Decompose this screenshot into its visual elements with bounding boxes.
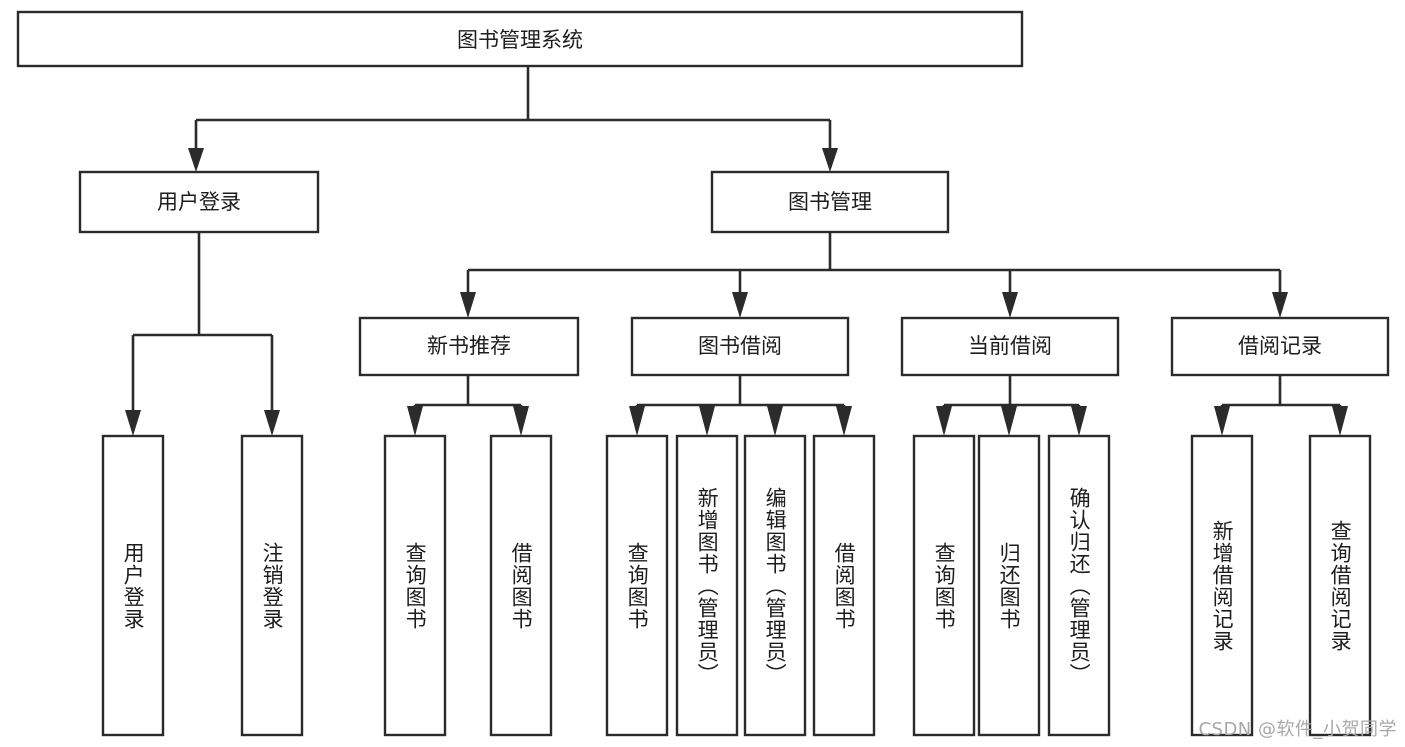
node-box-leaf-new-book-2[interactable]: [489, 434, 553, 737]
arrow-head-currentborrow-child-1: [936, 406, 952, 436]
node-box-leaf-current-borrow-1[interactable]: [912, 434, 976, 737]
node-box-leaf-user-login-2[interactable]: [240, 434, 304, 737]
arrow-head-bookmgmt-child-4: [1272, 292, 1288, 318]
arrow-head-currentborrow-child-3: [1071, 406, 1087, 436]
node-box-leaf-current-borrow-3[interactable]: [1047, 434, 1111, 737]
arrow-head-bookmgmt-child-3: [1002, 292, 1018, 318]
watermark-label: CSDN @软件_小贺同学: [1198, 719, 1397, 740]
node-box-leaf-book-borrow-2[interactable]: [675, 434, 739, 737]
arrow-head-bookborrow-child-2: [699, 406, 715, 436]
node-label-book-management: 图书管理: [788, 190, 872, 214]
connector-group-current-borrow: [936, 375, 1087, 436]
connector-group-book-borrow: [629, 375, 852, 436]
node-box-leaf-current-borrow-2[interactable]: [977, 434, 1041, 737]
node-box-leaf-borrow-record-1[interactable]: [1190, 434, 1254, 737]
node-label-current-borrow: 当前借阅: [968, 334, 1052, 358]
node-box-new-book-recommend[interactable]: [358, 316, 580, 377]
arrow-head-bookmgmt-child-2: [732, 292, 748, 318]
arrow-head-currentborrow-child-2: [1001, 406, 1017, 436]
connector-group-borrow-record: [1214, 375, 1348, 436]
arrow-head-bookborrow-child-1: [629, 406, 645, 436]
arrow-head-to-login: [188, 148, 204, 172]
node-box-user-login[interactable]: [78, 170, 320, 234]
connector-group-root: [188, 66, 838, 172]
arrow-head-newbook-child-2: [513, 406, 529, 436]
node-box-book-management[interactable]: [710, 170, 950, 234]
connector-group-new-book: [407, 375, 529, 436]
connector-group-book-mgmt: [460, 232, 1288, 318]
node-label-borrow-record: 借阅记录: [1238, 334, 1322, 358]
node-box-leaf-new-book-1[interactable]: [383, 434, 447, 737]
node-label-user-login: 用户登录: [157, 190, 241, 214]
arrow-head-bookborrow-child-3: [767, 406, 783, 436]
node-box-borrow-record[interactable]: [1170, 316, 1390, 377]
connector-group-user-login: [125, 232, 280, 436]
arrow-head-login-child-1: [125, 410, 141, 436]
arrow-head-borrowrecord-child-2: [1332, 406, 1348, 436]
node-label-root: 图书管理系统: [457, 28, 583, 52]
arrow-head-to-bookmgmt: [822, 148, 838, 172]
node-box-leaf-borrow-record-2[interactable]: [1308, 434, 1372, 737]
node-label-book-borrow: 图书借阅: [698, 334, 782, 358]
node-box-leaf-book-borrow-4[interactable]: [812, 434, 876, 737]
node-label-new-book-recommend: 新书推荐: [427, 334, 511, 358]
arrow-head-login-child-2: [264, 410, 280, 436]
arrow-head-borrowrecord-child-1: [1214, 406, 1230, 436]
node-box-leaf-book-borrow-1[interactable]: [605, 434, 669, 737]
arrow-head-bookborrow-child-4: [836, 406, 852, 436]
node-box-book-borrow[interactable]: [630, 316, 850, 377]
node-box-current-borrow[interactable]: [900, 316, 1120, 377]
arrow-head-newbook-child-1: [407, 406, 423, 436]
node-box-leaf-user-login-1[interactable]: [101, 434, 165, 737]
arrow-head-bookmgmt-child-1: [460, 292, 476, 318]
node-box-root[interactable]: [16, 10, 1024, 68]
node-box-leaf-book-borrow-3[interactable]: [743, 434, 807, 737]
